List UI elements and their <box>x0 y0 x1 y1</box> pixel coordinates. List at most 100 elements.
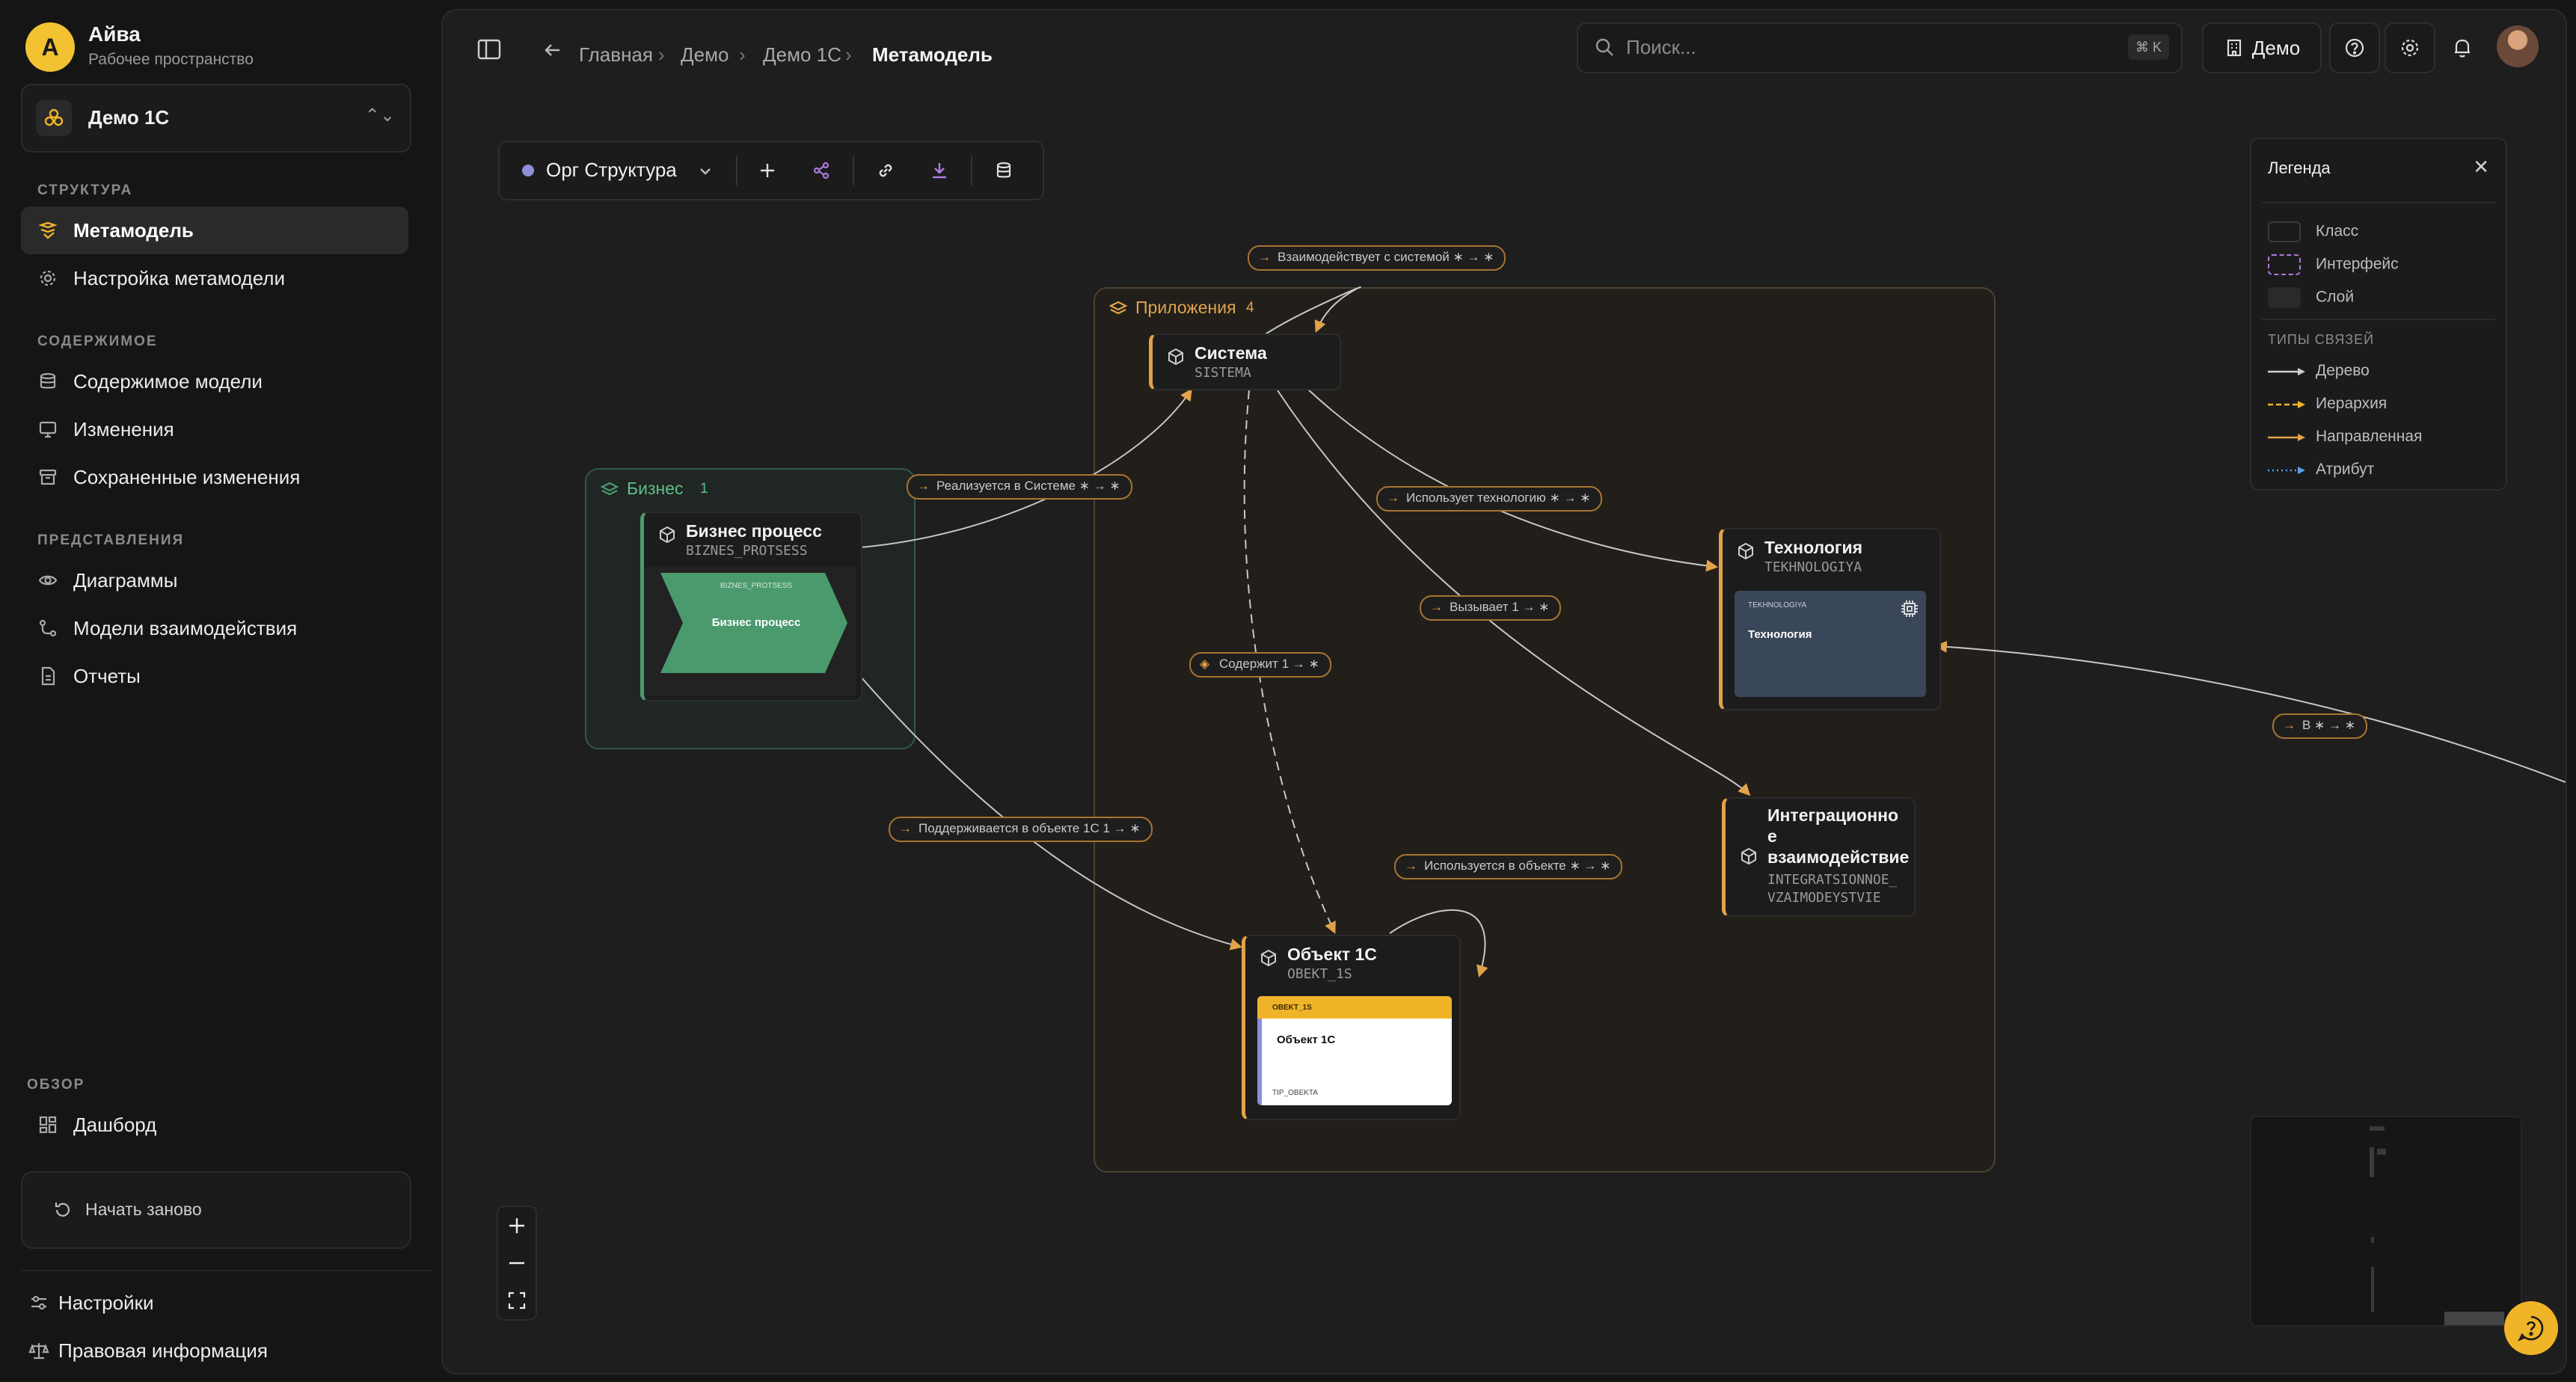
preview-field: TIP_OBEKTA <box>1272 1089 1318 1097</box>
search-input[interactable]: Поиск... ⌘ K <box>1577 22 2183 73</box>
sidebar-item-interaction-models[interactable]: Модели взаимодействия <box>21 604 408 652</box>
edge-label[interactable]: →Используется в объекте ∗ → ∗ <box>1394 854 1623 879</box>
edge-label[interactable]: →В ∗ → ∗ <box>2272 713 2367 739</box>
sidebar-item-label: Отчеты <box>73 665 141 687</box>
section-content: СОДЕРЖИМОЕ <box>37 334 158 349</box>
edge-external-tech[interactable] <box>1934 640 2566 783</box>
bell-icon[interactable] <box>2450 36 2474 60</box>
edge-label[interactable]: →Реализуется в Системе ∗ → ∗ <box>907 474 1132 500</box>
preview-accent <box>1257 1019 1262 1105</box>
settings-button[interactable] <box>2385 22 2435 73</box>
help-button[interactable] <box>2329 22 2380 73</box>
breadcrumb-demo[interactable]: Демо <box>681 43 729 66</box>
edge-bp-sistema[interactable] <box>859 388 1192 548</box>
workspace-avatar[interactable]: A <box>25 22 75 72</box>
sidebar-item-label: Дашборд <box>73 1114 157 1136</box>
workflow-icon <box>39 619 57 637</box>
edge-sistema-tech[interactable] <box>1307 388 1719 572</box>
sidebar-item-saved-changes[interactable]: Сохраненные изменения <box>21 453 408 501</box>
edge-label-text: Вызывает 1 → ∗ <box>1450 600 1550 614</box>
back-arrow-icon[interactable] <box>542 39 564 61</box>
edge-label-text: В ∗ → ∗ <box>2302 718 2355 732</box>
section-views: ПРЕДСТАВЛЕНИЯ <box>37 532 185 548</box>
edge-obj-self[interactable] <box>1389 909 1488 978</box>
edge-sistema-self[interactable] <box>1263 286 1361 336</box>
section-structure: СТРУКТУРА <box>37 182 133 198</box>
group-applications-count: 4 <box>1246 300 1254 316</box>
sidebar-item-reports[interactable]: Отчеты <box>21 652 408 700</box>
cube-icon <box>1741 847 1756 865</box>
breadcrumb-demo-1c[interactable]: Демо 1С <box>763 43 841 66</box>
sidebar-toggle-icon[interactable] <box>476 36 503 63</box>
preview-key: OBEKT_1S <box>1272 1004 1312 1012</box>
metamodel-icon <box>38 221 58 239</box>
zoom-in-button[interactable] <box>498 1207 536 1244</box>
sliders-icon <box>31 1295 46 1310</box>
edge-sistema-obj[interactable] <box>1243 390 1336 934</box>
edge-label[interactable]: →Вызывает 1 → ∗ <box>1420 595 1562 621</box>
minimap[interactable] <box>2250 1116 2522 1327</box>
database-icon <box>40 372 56 389</box>
demo-button[interactable]: Демо <box>2202 22 2322 73</box>
add-button[interactable] <box>754 157 781 184</box>
edge-label[interactable]: →Поддерживается в объекте 1С 1 → ∗ <box>889 817 1153 842</box>
node-object-1c[interactable]: Объект 1С OBEKT_1S OBEKT_1S Объект 1С TI… <box>1242 935 1461 1120</box>
sidebar-item-metamodel[interactable]: Метамодель <box>21 206 408 254</box>
sidebar-item-label: Изменения <box>73 418 174 440</box>
sidebar-item-model-content[interactable]: Содержимое модели <box>21 357 408 405</box>
plus-icon <box>761 164 774 177</box>
sidebar-item-metamodel-settings[interactable]: Настройка метамодели <box>21 254 408 302</box>
workspace-subtitle: Рабочее пространство <box>88 51 254 68</box>
restart-button[interactable]: Начать заново <box>21 1171 411 1249</box>
chip-icon <box>1901 601 1918 617</box>
group-applications-label: Приложения <box>1135 298 1236 317</box>
minimap-view <box>2370 1126 2504 1325</box>
fit-view-button[interactable] <box>498 1282 536 1319</box>
preview-key: BIZNES_PROTSESS <box>720 582 793 590</box>
node-title-line: Интеграционно <box>1767 805 1899 825</box>
user-avatar[interactable] <box>2497 25 2539 67</box>
sidebar-item-changes[interactable]: Изменения <box>21 405 408 453</box>
node-key: SISTEMA <box>1195 365 1251 381</box>
edge-label-text: Используется в объекте ∗ → ∗ <box>1424 859 1611 873</box>
edge-label[interactable]: ◈Содержит 1 → ∗ <box>1189 652 1331 678</box>
restart-label: Начать заново <box>85 1200 202 1219</box>
workspace-name[interactable]: Айва <box>88 22 141 46</box>
edge-bp-obj[interactable] <box>859 675 1243 950</box>
edge-label[interactable]: →Использует технологию ∗ → ∗ <box>1376 486 1603 512</box>
restart-icon <box>55 1203 70 1217</box>
edge-label-text: Поддерживается в объекте 1С 1 → ∗ <box>919 821 1141 835</box>
link-button[interactable] <box>872 157 899 184</box>
node-business-process[interactable]: Бизнес процесс BIZNES_PROTSESS BIZNES_PR… <box>640 512 862 701</box>
legend-item-layer: Слой <box>2268 287 2354 308</box>
zoom-controls <box>497 1206 537 1321</box>
support-chat-button[interactable] <box>2504 1301 2558 1355</box>
minus-icon <box>509 1262 524 1265</box>
monitor-icon <box>39 421 57 438</box>
share-button[interactable] <box>808 157 835 184</box>
node-technology[interactable]: Технология TEKHNOLOGIYA TEKHNOLOGIYA Тех… <box>1719 528 1941 710</box>
sidebar-item-settings[interactable]: Настройки <box>12 1279 399 1327</box>
edge-label[interactable]: →Взаимодействует с системой ∗ → ∗ <box>1248 245 1506 271</box>
database-button[interactable] <box>990 157 1017 184</box>
node-integration[interactable]: Интеграционно е взаимодействие INTEGRATS… <box>1722 797 1916 917</box>
search-placeholder: Поиск... <box>1626 36 1696 58</box>
canvas-toolbar: Орг Структура <box>498 141 1044 200</box>
download-button[interactable] <box>926 157 953 184</box>
sidebar-item-diagrams[interactable]: Диаграммы <box>21 556 408 604</box>
chevron-down-icon[interactable] <box>697 163 714 179</box>
close-icon[interactable]: ✕ <box>2473 156 2489 178</box>
zoom-out-button[interactable] <box>498 1244 536 1282</box>
project-selector[interactable]: Демо 1С ⌃⌄ <box>21 84 411 153</box>
view-selector[interactable]: Орг Структура <box>546 159 677 181</box>
sidebar-item-legal[interactable]: Правовая информация <box>12 1327 399 1375</box>
node-sistema[interactable]: Система SISTEMA <box>1149 334 1341 390</box>
breadcrumb-home[interactable]: Главная <box>579 43 653 66</box>
group-business-label: Бизнес <box>627 479 684 498</box>
sidebar-item-label: Диаграммы <box>73 569 178 592</box>
sidebar-item-label: Сохраненные изменения <box>73 466 301 488</box>
hierarchy-line-icon <box>2268 401 2305 408</box>
breadcrumb-separator: › <box>739 43 746 66</box>
sidebar-item-dashboard[interactable]: Дашборд <box>21 1101 408 1149</box>
edge-sistema-integ[interactable] <box>1277 390 1751 796</box>
